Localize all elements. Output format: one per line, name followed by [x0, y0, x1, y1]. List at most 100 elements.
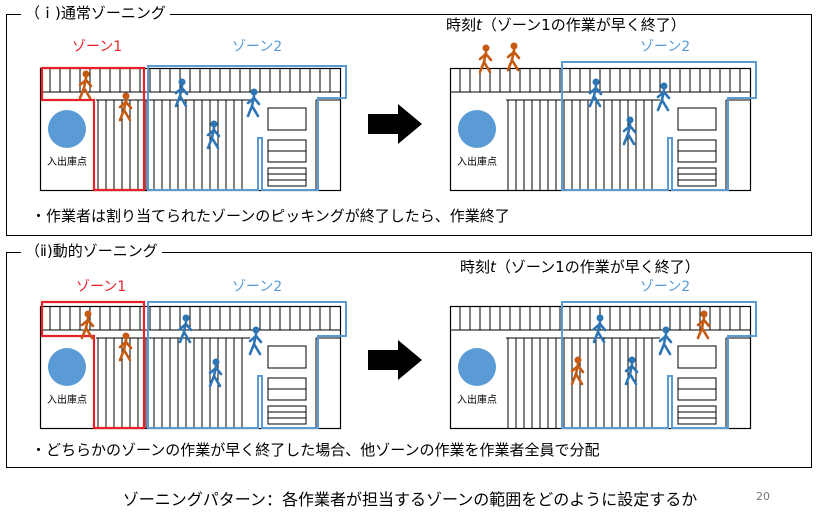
worker-body — [570, 362, 585, 386]
worker-body — [588, 84, 603, 108]
panel-bullet: ・どちらかのゾーンの作業が早く終了した場合、他ゾーンの作業を作業者全員で分配 — [31, 441, 600, 459]
worker-icon — [206, 120, 221, 150]
worker-icon — [78, 70, 93, 100]
worker-icon — [658, 326, 673, 356]
worker-body — [622, 122, 637, 146]
normal-zoning-panel: （ｉ)通常ゾーニング ・作業者は割り当てられたゾーンのピッキングが終了したら、作… — [6, 3, 812, 236]
worker-icon — [696, 310, 711, 340]
worker-body — [248, 332, 263, 356]
worker-body — [78, 76, 93, 100]
worker-head — [178, 78, 186, 86]
worker-icon — [208, 358, 223, 388]
worker-head — [596, 314, 604, 322]
zone2-label: ゾーン2 — [232, 279, 283, 295]
slide-caption: ゾーニングパターン：各作業者が担当するゾーンの範囲をどのように設定するか — [122, 490, 698, 509]
worker-icon — [80, 310, 95, 340]
depot-circle — [48, 348, 86, 386]
worker-icon — [478, 44, 493, 74]
worker-icon — [592, 314, 607, 344]
worker-body — [246, 94, 261, 118]
worker-body — [118, 98, 133, 122]
worker-body — [208, 364, 223, 388]
worker-head — [252, 326, 260, 334]
zone1-label: ゾーン1 — [72, 39, 123, 55]
worker-icon — [246, 88, 261, 118]
depot-label: 入出庫点 — [47, 155, 87, 168]
worker-body — [624, 362, 639, 386]
zone2-boundary — [561, 301, 757, 429]
zone2-boundary — [147, 301, 347, 429]
worker-body — [118, 338, 133, 362]
worker-icon — [624, 356, 639, 386]
worker-body — [174, 84, 189, 108]
time-label: 時刻t（ゾーン1の作業が早く終了） — [446, 16, 686, 34]
zone1-label: ゾーン1 — [76, 279, 127, 295]
warehouse-layout-after: 入出庫点 — [449, 301, 757, 430]
worker-head — [82, 70, 90, 78]
worker-body — [478, 50, 493, 74]
transition-arrow — [368, 104, 422, 144]
zone2-label: ゾーン2 — [640, 39, 691, 55]
zone2-boundary — [561, 61, 757, 191]
worker-head — [122, 92, 130, 100]
warehouse-layout-after: 入出庫点 — [449, 42, 757, 192]
transition-arrow — [368, 340, 422, 380]
worker-icon — [570, 356, 585, 386]
worker-head — [700, 310, 708, 318]
shelf-block — [267, 167, 307, 187]
worker-head — [482, 44, 490, 52]
depot-label: 入出庫点 — [457, 155, 497, 168]
depot-label: 入出庫点 — [457, 393, 497, 406]
zone2-label: ゾーン2 — [232, 39, 283, 55]
zone1-boundary — [40, 66, 146, 192]
shelf-block — [677, 345, 717, 369]
warehouse-layout-before: 入出庫点 — [39, 65, 347, 192]
worker-body — [696, 316, 711, 340]
time-label: 時刻t（ゾーン1の作業が早く終了） — [460, 258, 700, 276]
worker-head — [662, 326, 670, 334]
worker-icon — [174, 78, 189, 108]
zone2-label: ゾーン2 — [640, 279, 691, 295]
zone1-boundary — [40, 300, 146, 430]
worker-icon — [588, 78, 603, 108]
worker-icon — [506, 42, 521, 72]
worker-head — [626, 116, 634, 124]
shelf-block — [677, 167, 717, 187]
worker-head — [212, 358, 220, 366]
worker-head — [250, 88, 258, 96]
worker-head — [122, 332, 130, 340]
depot-circle — [48, 110, 86, 148]
worker-head — [592, 78, 600, 86]
worker-body — [592, 320, 607, 344]
worker-head — [84, 310, 92, 318]
worker-icon — [248, 326, 263, 356]
worker-head — [510, 42, 518, 50]
worker-icon — [118, 332, 133, 362]
worker-head — [210, 120, 218, 128]
depot-circle — [458, 348, 496, 386]
shelf-block — [677, 405, 717, 425]
panel-bullet: ・作業者は割り当てられたゾーンのピッキングが終了したら、作業終了 — [31, 207, 510, 225]
shelf-block — [267, 345, 307, 369]
panel-title: （ⅱ)動的ゾーニング — [21, 241, 162, 261]
page-number: 20 — [756, 490, 770, 503]
panel-title: （ｉ)通常ゾーニング — [21, 3, 170, 23]
zone2-boundary — [147, 65, 347, 191]
worker-body — [506, 48, 521, 72]
worker-body — [658, 332, 673, 356]
shelf-block — [677, 107, 717, 131]
depot-circle — [458, 110, 496, 148]
warehouse-layout-before: 入出庫点 — [39, 300, 347, 430]
arrow-shape — [368, 340, 422, 380]
worker-body — [656, 88, 671, 112]
worker-body — [80, 316, 95, 340]
depot-label: 入出庫点 — [47, 393, 87, 406]
worker-head — [628, 356, 636, 364]
worker-body — [178, 320, 193, 344]
shelf-block — [267, 107, 307, 131]
dynamic-zoning-panel: （ⅱ)動的ゾーニング ・どちらかのゾーンの作業が早く終了した場合、他ゾーンの作業… — [6, 241, 812, 468]
worker-icon — [622, 116, 637, 146]
arrow-shape — [368, 104, 422, 144]
worker-head — [660, 82, 668, 90]
worker-icon — [656, 82, 671, 112]
